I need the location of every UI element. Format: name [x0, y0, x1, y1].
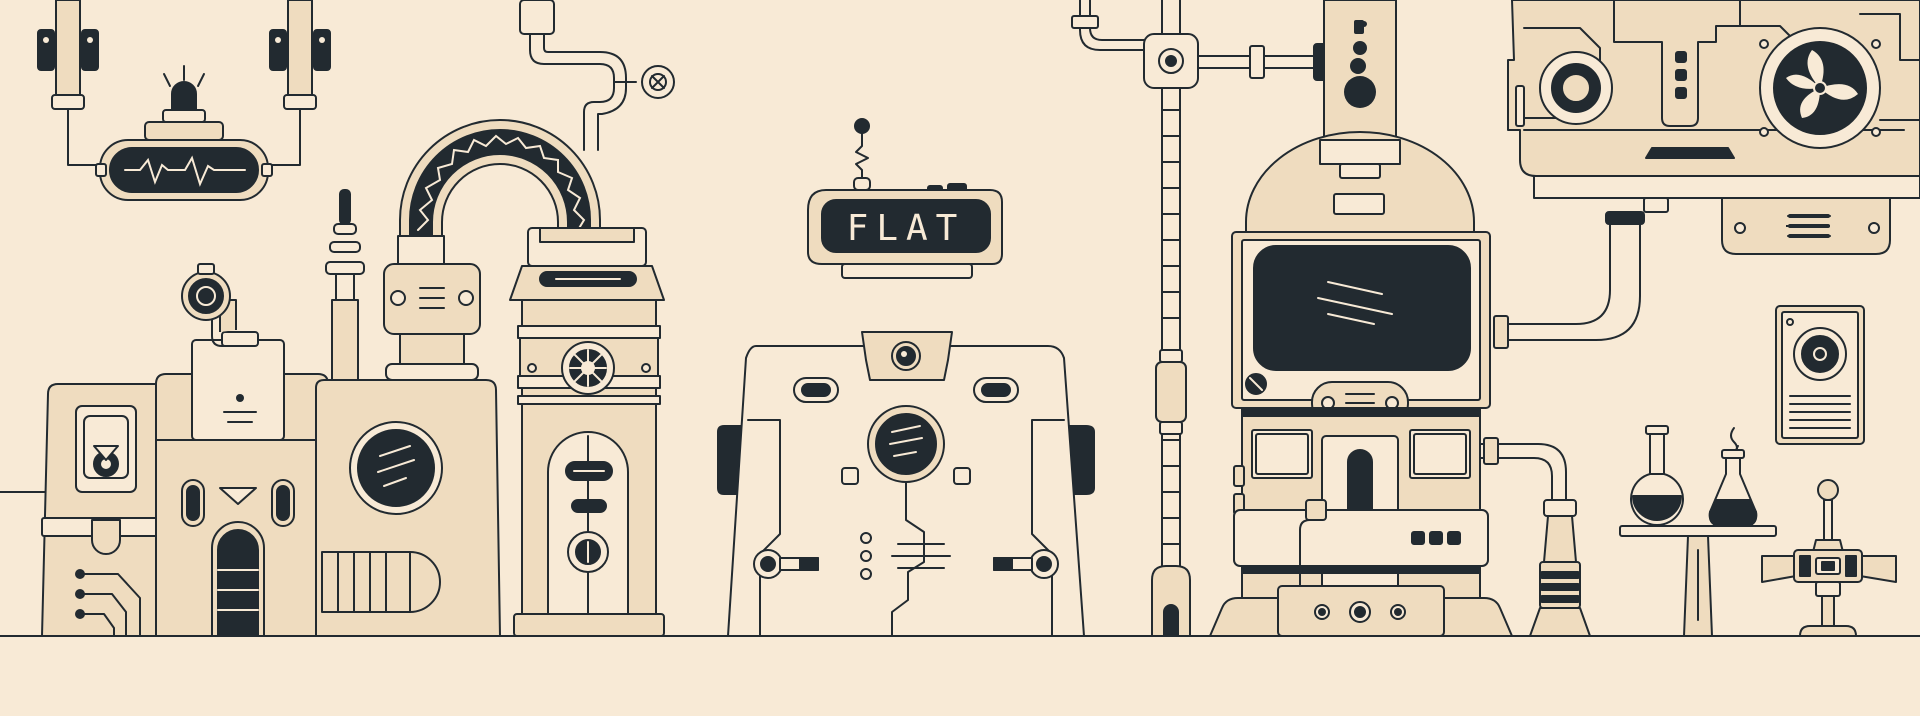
tall-column — [509, 227, 665, 637]
lens-icon — [1801, 335, 1839, 373]
hanging-monitor — [37, 0, 331, 201]
horizontal-pipe — [1071, 0, 1327, 89]
antenna-device — [1761, 479, 1897, 637]
chimney — [325, 189, 365, 385]
side-pipe — [1479, 437, 1591, 637]
wall-speaker — [1775, 305, 1865, 445]
tower-with-door — [155, 263, 329, 637]
central-robot — [717, 331, 1095, 637]
left-cabinet — [41, 383, 163, 637]
top-pipe — [519, 0, 675, 151]
fan-machine — [1507, 0, 1920, 255]
ladder-pole — [1151, 87, 1191, 637]
flask-table — [1619, 425, 1777, 637]
antenna-icon — [854, 118, 870, 134]
arch-pipe — [383, 119, 601, 381]
elbow-pipe — [1493, 211, 1645, 349]
screen-robot — [1209, 0, 1513, 637]
flat-sign: FLAT — [807, 118, 1003, 279]
porthole-block — [315, 379, 501, 637]
flask-icon — [1632, 495, 1682, 521]
sign-text: FLAT — [847, 208, 966, 249]
